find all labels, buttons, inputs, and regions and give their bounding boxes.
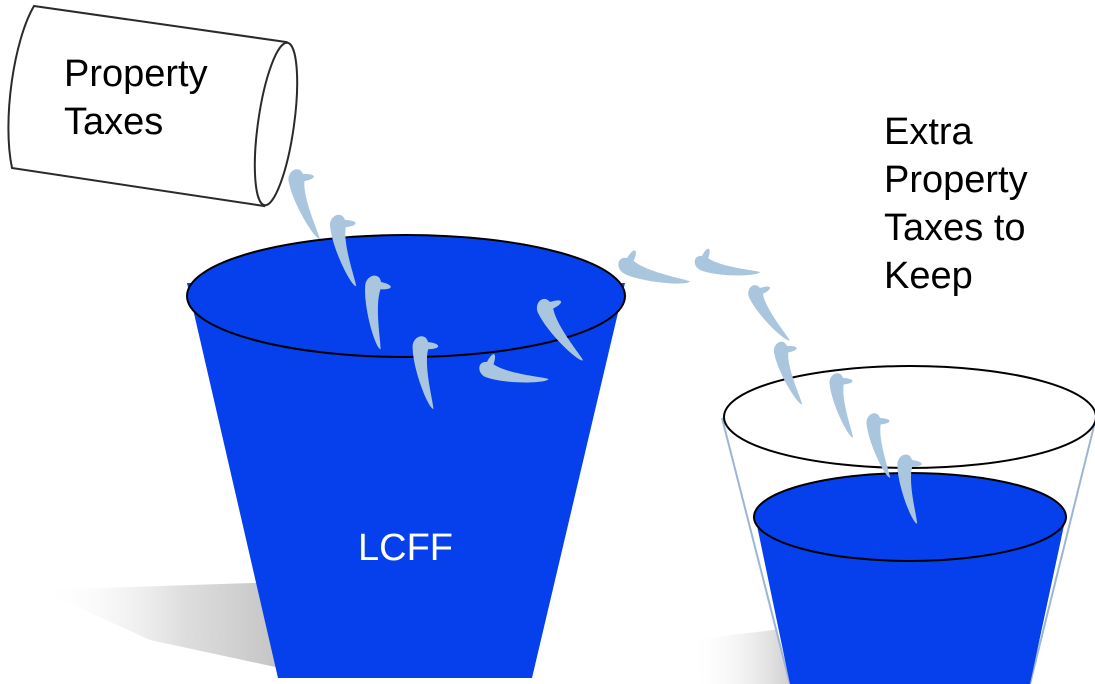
water-drop	[537, 298, 584, 361]
extra-taxes-label-line: Extra	[884, 111, 973, 153]
water-drop	[330, 214, 357, 287]
property-taxes-label-line: Property	[64, 53, 208, 95]
water-drop	[773, 341, 803, 405]
lcff-bucket-label: LCFF	[358, 527, 453, 569]
water-drop	[829, 373, 854, 438]
water-drop	[479, 354, 549, 383]
property-taxes-label-line: Taxes	[64, 101, 164, 143]
extra-taxes-label-line: Keep	[884, 255, 973, 297]
extra-taxes-label: Extra Property Taxes to Keep	[884, 108, 1028, 300]
water-drop	[694, 248, 761, 276]
water-drop	[365, 275, 391, 350]
property-taxes-pitcher	[7, 4, 299, 208]
water-drop	[412, 336, 439, 410]
water-drop	[288, 169, 320, 240]
water-drop	[866, 413, 891, 478]
large-bucket-shadow	[40, 582, 280, 668]
water-drop	[748, 285, 790, 341]
small-bucket-shadow	[690, 628, 790, 684]
water-drop	[897, 454, 922, 524]
extra-taxes-label-line: Property	[884, 159, 1028, 201]
extra-taxes-label-line: Taxes to	[884, 207, 1026, 249]
extra-taxes-bucket	[721, 365, 1095, 684]
water-drop	[618, 250, 691, 284]
water-drops	[288, 169, 922, 524]
property-taxes-label: Property Taxes	[64, 50, 208, 146]
